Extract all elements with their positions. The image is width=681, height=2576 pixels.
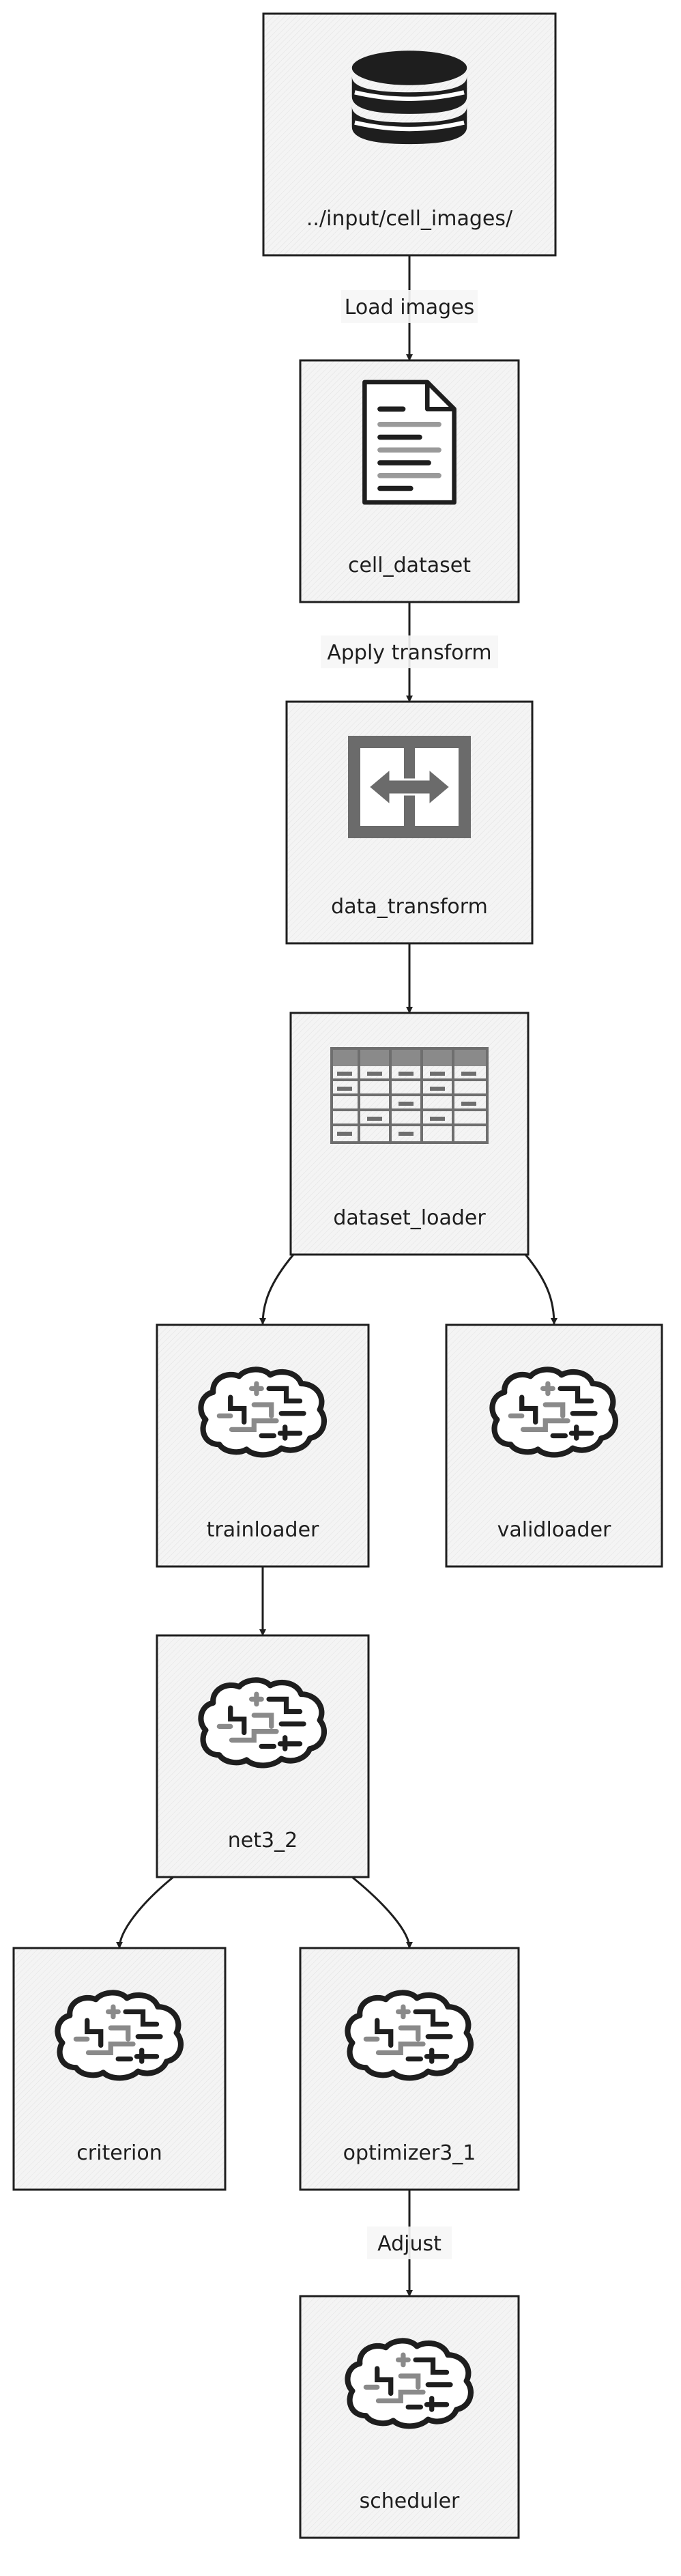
edge-label: Load images xyxy=(341,290,478,323)
edge-label: Apply transform xyxy=(321,635,498,668)
node-data-transform[interactable]: data_transform xyxy=(285,700,534,945)
node-label-net3-2: net3_2 xyxy=(228,1829,298,1852)
node-input[interactable]: ../input/cell_images/ xyxy=(262,12,557,257)
brain-icon xyxy=(57,1992,181,2078)
node-label-validloader: validloader xyxy=(497,1518,611,1542)
edge-label-apply-transform: Apply transform xyxy=(327,641,491,665)
node-label-trainloader: trainloader xyxy=(207,1518,319,1542)
document-icon xyxy=(364,382,454,502)
node-scheduler[interactable]: scheduler xyxy=(299,2295,520,2539)
node-optimizer3-1[interactable]: optimizer3_1 xyxy=(299,1947,520,2191)
node-label-cell-dataset: cell_dataset xyxy=(348,554,471,577)
brain-icon xyxy=(201,1369,324,1455)
node-criterion[interactable]: criterion xyxy=(12,1947,227,2191)
brain-icon xyxy=(347,1992,471,2078)
node-label-input: ../input/cell_images/ xyxy=(306,207,513,231)
brain-icon xyxy=(347,2341,471,2426)
database-icon xyxy=(352,51,467,144)
node-cell-dataset[interactable]: cell_dataset xyxy=(299,359,520,603)
brain-icon xyxy=(201,1680,324,1765)
node-label-data-transform: data_transform xyxy=(331,895,488,919)
edge-labels: Load images Apply transform Adjust xyxy=(321,290,498,2259)
node-label-dataset-loader: dataset_loader xyxy=(333,1206,486,1230)
brain-icon xyxy=(492,1369,615,1455)
node-validloader[interactable]: validloader xyxy=(445,1323,663,1568)
nodes: ../input/cell_images/ cell_dataset data_… xyxy=(12,12,663,2539)
transform-icon xyxy=(347,734,472,840)
edge-net3-2-to-optimizer3-1 xyxy=(351,1876,413,1949)
node-trainloader[interactable]: trainloader xyxy=(156,1323,370,1568)
edge-dataset-loader-to-trainloader xyxy=(259,1254,295,1325)
node-net3-2[interactable]: net3_2 xyxy=(156,1634,370,1878)
node-label-scheduler: scheduler xyxy=(360,2489,460,2513)
node-dataset-loader[interactable]: dataset_loader xyxy=(289,1012,530,1256)
node-label-optimizer3-1: optimizer3_1 xyxy=(343,2141,476,2165)
edge-label-adjust: Adjust xyxy=(377,2232,441,2256)
edge-dataset-loader-to-validloader xyxy=(524,1254,557,1325)
edge-label-load-images: Load images xyxy=(345,296,475,319)
edge-label: Adjust xyxy=(367,2227,452,2259)
edge-net3-2-to-criterion xyxy=(116,1876,174,1949)
node-label-criterion: criterion xyxy=(76,2141,162,2165)
